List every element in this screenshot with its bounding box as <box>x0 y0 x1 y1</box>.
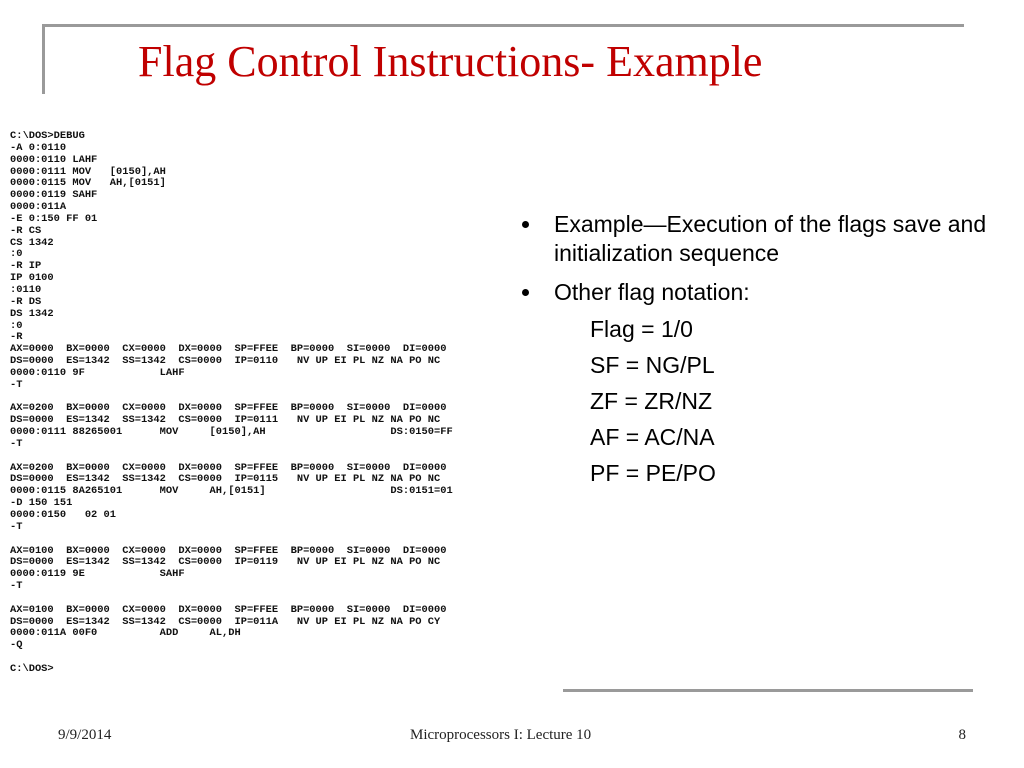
flag-notation-item: Flag = 1/0 <box>590 316 693 342</box>
bullet-text: Other flag notation: <box>554 279 750 305</box>
dos-line: :0 <box>10 319 23 332</box>
dos-line: 0000:0110 9F LAHF <box>10 366 185 379</box>
dos-line: 0000:0111 MOV [0150],AH <box>10 165 166 178</box>
flag-notation-item: AF = AC/NA <box>590 424 715 450</box>
dos-line: 0000:0110 LAHF <box>10 153 98 166</box>
dos-line: AX=0200 BX=0000 CX=0000 DX=0000 SP=FFEE … <box>10 402 447 415</box>
dos-line: DS=0000 ES=1342 SS=1342 CS=0000 IP=0119 … <box>10 556 441 569</box>
dos-line: 0000:0115 8A265101 MOV AH,[0151] DS:0151… <box>10 485 453 498</box>
dos-line: C:\DOS>DEBUG <box>10 131 85 142</box>
bullet-dot-icon <box>522 289 529 296</box>
footer-page-number: 8 <box>958 727 967 743</box>
dos-line: 0000:011A 00F0 ADD AL,DH <box>10 627 241 640</box>
footer-course: Microprocessors I: Lecture 10 <box>410 727 592 743</box>
dos-line: 0000:0115 MOV AH,[0151] <box>10 177 166 190</box>
bullet-item-notation: Other flag notation: Flag = 1/0 SF = NG/… <box>522 278 1002 488</box>
dos-line: -T <box>10 378 23 391</box>
dos-line: -R CS <box>10 224 42 237</box>
dos-line: 0000:0150 02 01 <box>10 509 117 521</box>
slide-title: Flag Control Instructions- Example <box>138 37 763 86</box>
dos-line: DS=0000 ES=1342 SS=1342 CS=0000 IP=0111 … <box>10 414 441 427</box>
dos-line: DS=0000 ES=1342 SS=1342 CS=0000 IP=0110 … <box>10 355 441 368</box>
dos-line: -R IP <box>10 260 42 273</box>
frame-top-line <box>42 24 964 27</box>
dos-line: -A 0:0110 <box>10 141 67 154</box>
dos-line: DS=0000 ES=1342 SS=1342 CS=0000 IP=0115 … <box>10 473 441 486</box>
flag-notation-item: ZF = ZR/NZ <box>590 388 713 414</box>
dos-line: CS 1342 <box>10 236 54 249</box>
footer-date: 9/9/2014 <box>58 727 112 743</box>
dos-line: 0000:0119 9E SAHF <box>10 568 185 581</box>
dos-line: :0110 <box>10 283 42 296</box>
bullet-list: Example—Execution of the flags save and … <box>522 210 1002 498</box>
dos-line: -T <box>10 580 23 593</box>
dos-line: DS=0000 ES=1342 SS=1342 CS=0000 IP=011A … <box>10 615 441 628</box>
dos-line: -T <box>10 437 23 450</box>
dos-line: 0000:0111 88265001 MOV [0150],AH DS:0150… <box>10 426 453 439</box>
dos-debug-session: C:\DOS>DEBUG -A 0:0110 0000:0110 LAHF 00… <box>10 131 562 676</box>
frame-vertical-line <box>42 24 45 94</box>
dos-line: C:\DOS> <box>10 662 54 675</box>
dos-line: -R DS <box>10 295 42 308</box>
dos-line: AX=0200 BX=0000 CX=0000 DX=0000 SP=FFEE … <box>10 461 447 474</box>
dos-line: AX=0000 BX=0000 CX=0000 DX=0000 SP=FFEE … <box>10 343 447 356</box>
dos-line: :0 <box>10 248 23 261</box>
dos-line: DS 1342 <box>10 307 54 320</box>
dos-line: -Q <box>10 639 23 652</box>
flag-notation-list: Flag = 1/0 SF = NG/PL ZF = ZR/NZ AF = AC… <box>554 315 1002 488</box>
bullet-text: Example—Execution of the flags save and … <box>554 211 987 266</box>
bullet-item-example: Example—Execution of the flags save and … <box>522 210 1002 268</box>
dos-line: AX=0100 BX=0000 CX=0000 DX=0000 SP=FFEE … <box>10 603 447 616</box>
bullet-dot-icon <box>522 221 529 228</box>
dos-line: -R <box>10 331 23 344</box>
dos-line: 0000:011A <box>10 201 67 214</box>
dos-line: 0000:0119 SAHF <box>10 189 98 202</box>
dos-line: AX=0100 BX=0000 CX=0000 DX=0000 SP=FFEE … <box>10 544 447 557</box>
dos-line: -D 150 151 <box>10 497 73 510</box>
flag-notation-item: SF = NG/PL <box>590 352 715 378</box>
frame-bottom-line <box>563 689 973 692</box>
flag-notation-item: PF = PE/PO <box>590 460 716 486</box>
dos-line: -E 0:150 FF 01 <box>10 212 98 225</box>
dos-line: -T <box>10 520 23 533</box>
dos-line: IP 0100 <box>10 272 54 285</box>
